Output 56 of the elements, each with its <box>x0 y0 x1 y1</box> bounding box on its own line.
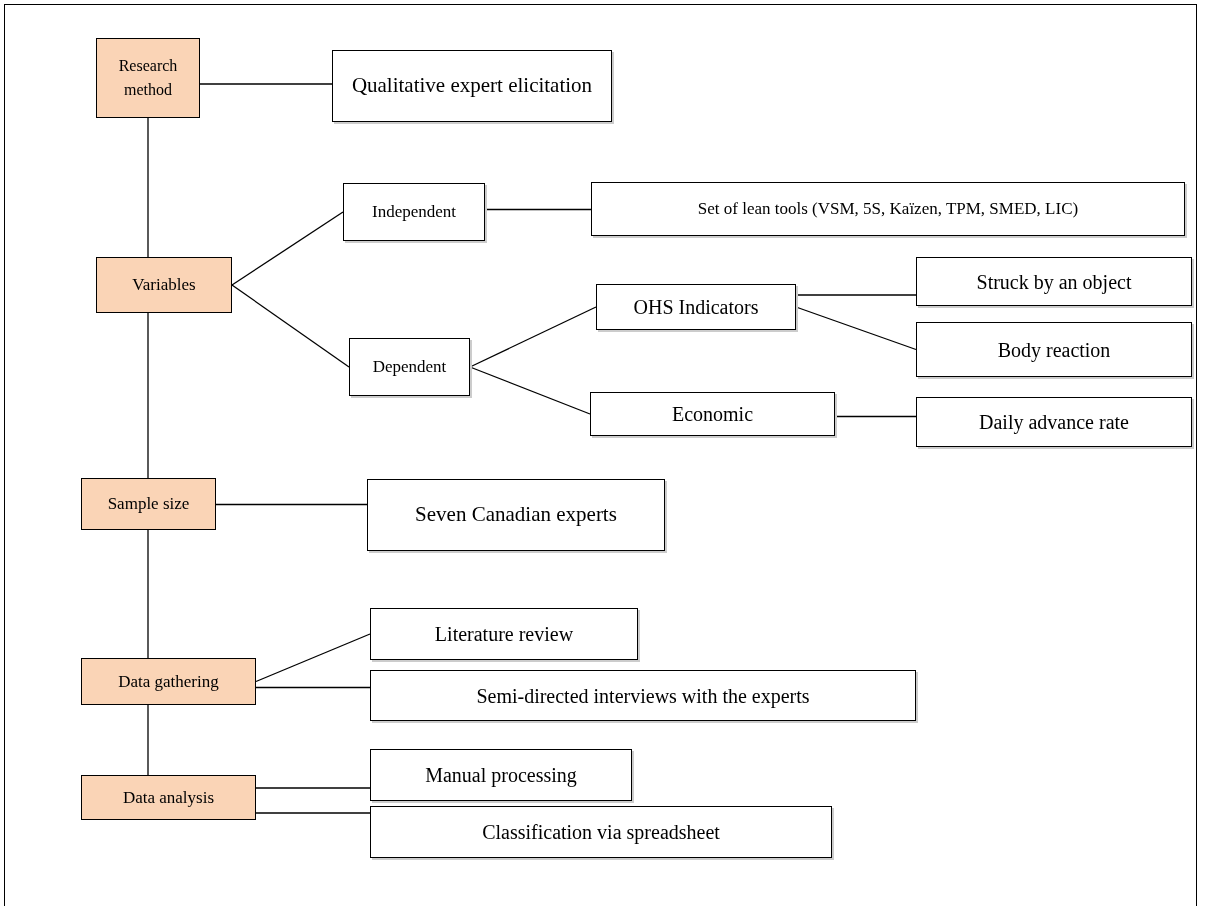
node-label: Qualitative expert elicitation <box>351 72 593 100</box>
node-label: Data analysis <box>122 786 215 809</box>
node-label: Set of lean tools (VSM, 5S, Kaïzen, TPM, SMED, LIC) <box>697 198 1079 221</box>
category-box <box>81 658 256 705</box>
connector-line <box>255 686 371 689</box>
connector-line <box>255 812 371 814</box>
item-box <box>370 749 632 801</box>
item-box <box>332 50 612 122</box>
connector-line <box>255 633 371 683</box>
node-label: Literature review <box>434 622 574 647</box>
connector-line <box>147 117 149 258</box>
category-box <box>81 775 256 820</box>
node-label: Manual processing <box>425 763 577 789</box>
item-box <box>370 670 916 721</box>
node-label: Body reaction <box>997 337 1111 364</box>
node-label: Sample size <box>107 493 190 516</box>
item-box <box>370 608 638 660</box>
node-label: Struck by an object <box>976 269 1132 296</box>
item-box <box>916 322 1192 377</box>
connector-line <box>484 208 592 211</box>
connector-line <box>147 704 149 776</box>
connector-line <box>215 503 368 506</box>
connector-line <box>255 787 371 789</box>
connector-line <box>469 306 597 368</box>
node-label: Economic <box>671 402 754 427</box>
connector-line <box>147 312 149 479</box>
node-label: Daily advance rate <box>979 410 1129 436</box>
item-box <box>367 479 665 551</box>
node-label: OHS Indicators <box>633 295 759 320</box>
item-box <box>343 183 485 241</box>
connector-line <box>147 529 149 659</box>
connector-line <box>469 366 591 415</box>
category-box <box>96 257 232 313</box>
item-box <box>590 392 835 436</box>
node-label: Classification via spreadsheet <box>482 820 720 846</box>
node-label: Variables <box>132 274 196 297</box>
category-box <box>81 478 216 530</box>
node-label: Semi-directed interviews with the experts <box>476 683 810 710</box>
connector-line <box>795 294 917 296</box>
item-box <box>916 257 1192 306</box>
item-box <box>349 338 470 396</box>
connector-line <box>795 306 917 351</box>
item-box <box>596 284 796 330</box>
item-box <box>370 806 832 858</box>
node-label: Independent <box>372 201 456 224</box>
item-box <box>916 397 1192 447</box>
node-label: Seven Canadian experts <box>415 501 617 529</box>
node-label: Data gathering <box>118 670 219 693</box>
connector-line <box>231 211 344 286</box>
node-label: Dependent <box>372 356 447 379</box>
node-label: Research method <box>117 56 179 100</box>
connector-line <box>231 284 350 368</box>
connector-line <box>834 415 917 418</box>
connector-line <box>199 83 333 85</box>
item-box <box>591 182 1185 236</box>
category-box <box>96 38 200 118</box>
